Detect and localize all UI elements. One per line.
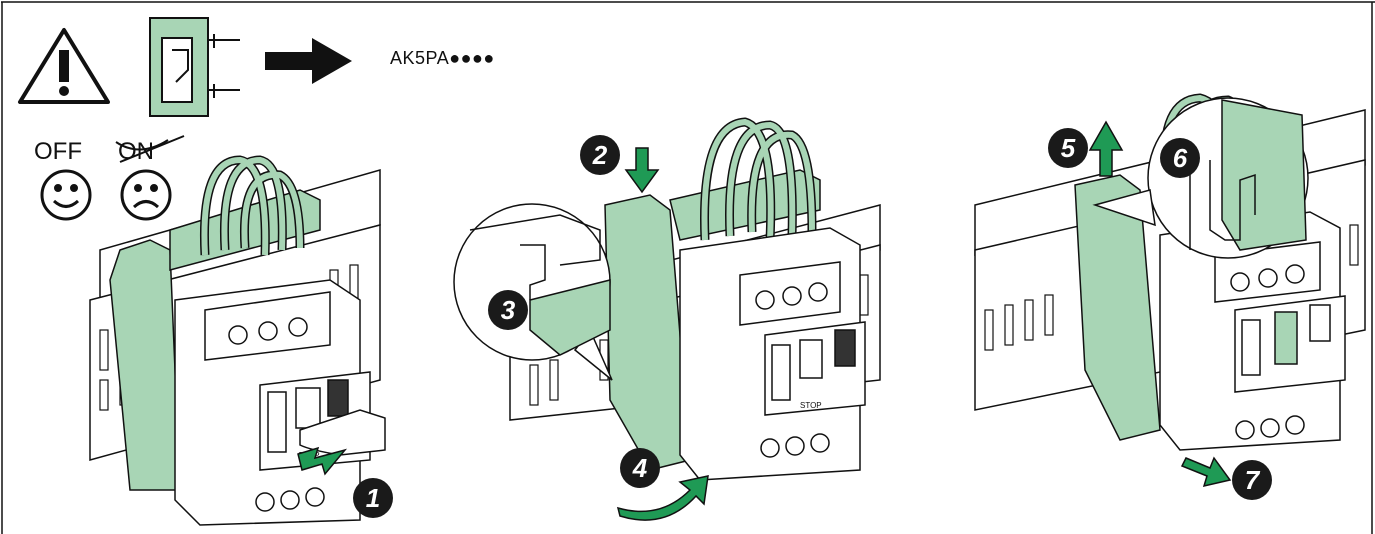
reference-code: AK5PA●●●●: [390, 48, 495, 68]
svg-text:STOP: STOP: [800, 401, 822, 410]
frown-icon: [120, 169, 172, 221]
arrow-diag-icon: [1180, 456, 1232, 488]
step-badge-2: 2: [580, 135, 620, 175]
arrow-rotate-icon: [616, 475, 709, 521]
panel-1-wires-fill: [201, 156, 303, 256]
arrow-right-icon: [265, 38, 352, 84]
rail-clip-icon: [149, 17, 240, 117]
panel-1-hand: [299, 409, 386, 456]
step-badge-5: 5: [1048, 128, 1088, 168]
panel-2-motor-starter: STOP: [679, 227, 866, 481]
step-badge-3: 3: [488, 290, 528, 330]
step-badge-7: 7: [1232, 460, 1272, 500]
on-crossout: [115, 135, 185, 163]
panel-3-zoom-callout: [1092, 97, 1309, 259]
panel-3-motor-starter: [1159, 211, 1346, 451]
smile-icon: [40, 169, 92, 221]
step-badge-4: 4: [620, 448, 660, 488]
arrow-down-icon: [624, 147, 660, 194]
panel-2-zoom-callout: [453, 203, 613, 381]
panel-1-motor-starter: STOP: [174, 279, 371, 526]
off-label: OFF: [34, 138, 82, 165]
arrow-up-icon: [1088, 120, 1124, 177]
panel-2-wires-fill: [701, 118, 815, 241]
arrow-push-icon: [297, 446, 348, 476]
step-badge-1: 1: [353, 478, 393, 518]
step-badge-6: 6: [1160, 138, 1200, 178]
on-label: ON: [118, 138, 154, 165]
panel-3-accessory: [1074, 174, 1161, 441]
warning-icon: [18, 28, 110, 104]
